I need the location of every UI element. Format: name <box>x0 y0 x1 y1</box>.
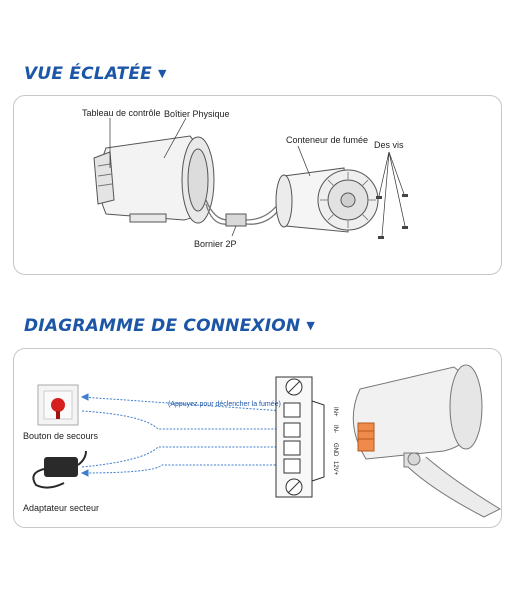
exploded-view-illustration <box>93 117 408 239</box>
exploded-view-title-text: VUE ÉCLATÉE <box>24 64 152 84</box>
connection-diagram-illustration: IN+ IN- GND 12V+ <box>32 364 501 518</box>
connection-diagram-title: DIAGRAMME DE CONNEXION ▼ <box>24 316 315 336</box>
screws-drawing <box>376 194 408 239</box>
terminal-label-in-plus: IN+ <box>332 407 338 417</box>
panic-button-drawing <box>37 384 79 426</box>
terminal-label: Bornier 2P <box>194 239 237 249</box>
power-adapter-drawing <box>32 450 87 489</box>
housing-label: Boîtier Physique <box>164 109 230 119</box>
terminal-labels: IN+ IN- GND 12V+ <box>332 407 338 476</box>
panic-button-label: Bouton de secours <box>23 431 99 441</box>
power-adapter-label: Adaptateur secteur <box>23 503 100 513</box>
terminal-label-12v: 12V+ <box>332 461 338 476</box>
housing-drawing <box>93 135 215 224</box>
terminal-block-drawing <box>275 376 325 498</box>
caret-down-icon: ▼ <box>157 67 167 80</box>
caret-down-icon: ▼ <box>306 319 315 332</box>
screws-label: Des vis <box>374 140 404 150</box>
wire-arrows <box>80 393 89 477</box>
exploded-view-title: VUE ÉCLATÉE ▼ <box>24 64 167 84</box>
trigger-hint: (Appuyez pour déclencher la fumée) <box>168 401 281 408</box>
smoke-container-label: Conteneur de fumée <box>286 135 369 145</box>
smoke-container-drawing <box>275 167 379 233</box>
terminal-block-drawing <box>225 213 247 227</box>
leader-lines <box>109 117 406 237</box>
smoke-device-drawing <box>352 364 501 518</box>
exploded-view-panel: Tableau de contrôle Boîtier Physique Con… <box>13 95 502 275</box>
terminal-label-in-minus: IN- <box>332 425 338 433</box>
terminal-label-gnd: GND <box>332 443 338 457</box>
wires <box>81 396 285 474</box>
connection-diagram-title-text: DIAGRAMME DE CONNEXION <box>24 316 301 336</box>
connection-diagram-panel: IN+ IN- GND 12V+ (Appuyez pour déclenche… <box>13 348 502 528</box>
control-panel-label: Tableau de contrôle <box>82 108 161 118</box>
